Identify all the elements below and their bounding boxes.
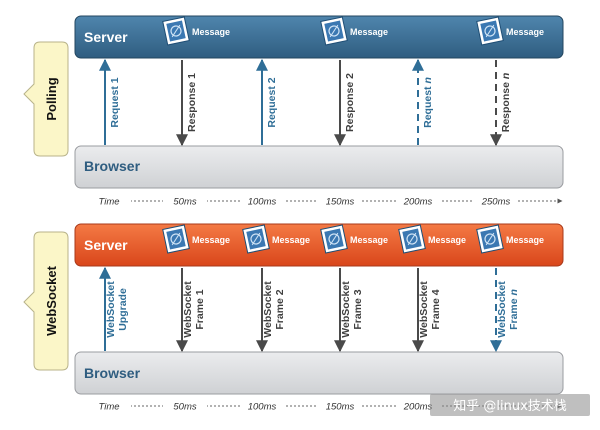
websocket-arrow-6: WebSocketFrame n xyxy=(490,268,520,353)
websocket-arrow-label: WebSocketFrame 4 xyxy=(418,281,442,338)
websocket-arrow-3: WebSocketFrame 2 xyxy=(256,268,286,353)
polling-side-tab: Polling xyxy=(23,41,69,157)
websocket-arrow-label: WebSocketFrame 2 xyxy=(262,281,286,338)
websocket-side-label: WebSocket xyxy=(44,265,59,336)
websocket-arrow-label: WebSocketFrame 1 xyxy=(182,281,206,338)
websocket-arrow-label: WebSocketFrame 3 xyxy=(340,281,364,338)
watermark: 知乎 @linux技术栈 xyxy=(430,394,590,416)
websocket-message-5: Message xyxy=(476,224,544,254)
message-document-icon xyxy=(242,224,270,254)
polling-arrow-2: Response 1 xyxy=(176,60,198,147)
polling-time-tick-label: 250ms xyxy=(481,197,511,208)
polling-browser-label: Browser xyxy=(84,158,141,174)
websocket-arrow-label: WebSocketUpgrade xyxy=(105,281,129,338)
polling-arrow-label: Response 1 xyxy=(186,73,198,132)
websocket-message-1: Message xyxy=(162,224,230,254)
polling-message-3: Message xyxy=(476,16,544,46)
polling-server-label: Server xyxy=(84,29,128,45)
polling-arrow-label: Response n xyxy=(500,73,512,133)
polling-arrow-label: Request n xyxy=(422,77,434,128)
websocket-browser-label: Browser xyxy=(84,365,141,381)
message-document-icon xyxy=(476,224,504,254)
websocket-arrow-4: WebSocketFrame 3 xyxy=(334,268,364,353)
polling-arrow-3: Request 2 xyxy=(256,58,278,145)
websocket-message-label: Message xyxy=(350,235,388,245)
websocket-messages: Message Message Message Message Message xyxy=(162,224,544,254)
websocket-time-tick-label: 100ms xyxy=(248,402,277,413)
polling-arrow-6: Response n xyxy=(490,60,512,147)
websocket-message-label: Message xyxy=(192,235,230,245)
polling-message-label: Message xyxy=(192,27,230,37)
polling-time-tick-label: 200ms xyxy=(403,197,433,208)
websocket-time-tick-label: 150ms xyxy=(326,402,355,413)
websocket-message-label: Message xyxy=(506,235,544,245)
websocket-message-label: Message xyxy=(428,235,466,245)
websocket-time-tick-label: Time xyxy=(98,402,119,413)
polling-time-tick-label: Time xyxy=(98,197,119,208)
websocket-timeline: Time 50ms 100ms 150ms 200ms xyxy=(87,399,563,413)
websocket-time-tick-label: 50ms xyxy=(173,402,196,413)
polling-arrow-1: Request 1 xyxy=(99,58,121,145)
polling-side-label: Polling xyxy=(44,77,59,120)
websocket-message-2: Message xyxy=(242,224,310,254)
polling-time-tick-label: 100ms xyxy=(248,197,277,208)
websocket-message-4: Message xyxy=(398,224,466,254)
polling-arrow-label: Request 2 xyxy=(266,77,278,127)
websocket-message-3: Message xyxy=(320,224,388,254)
websocket-side-tab: WebSocket xyxy=(23,231,69,371)
message-document-icon xyxy=(398,224,426,254)
polling-arrow-label: Request 1 xyxy=(109,77,121,127)
polling-time-tick-label: 50ms xyxy=(173,197,196,208)
polling-message-label: Message xyxy=(350,27,388,37)
websocket-arrows: WebSocketUpgrade WebSocketFrame 1 WebSocke… xyxy=(99,266,520,353)
polling-section: Polling Server Message Message Message Req… xyxy=(23,15,564,208)
websocket-server-bar: Server xyxy=(74,223,564,267)
polling-arrow-label: Response 2 xyxy=(344,73,356,132)
websocket-arrow-1: WebSocketUpgrade xyxy=(99,266,129,351)
polling-browser-bar: Browser xyxy=(74,145,564,189)
watermark-text: 知乎 @linux技术栈 xyxy=(453,398,567,414)
websocket-server-label: Server xyxy=(84,237,128,253)
polling-message-2: Message xyxy=(320,16,388,46)
polling-arrows: Request 1 Response 1 Request 2 Response 2 Re… xyxy=(99,58,512,147)
polling-message-label: Message xyxy=(506,27,544,37)
websocket-arrow-label: WebSocketFrame n xyxy=(496,281,520,338)
message-document-icon xyxy=(476,16,504,46)
message-document-icon xyxy=(162,224,190,254)
websocket-arrow-2: WebSocketFrame 1 xyxy=(176,268,206,353)
message-document-icon xyxy=(162,16,190,46)
polling-messages: Message Message Message xyxy=(162,16,544,46)
websocket-time-tick-label: 200ms xyxy=(403,402,433,413)
polling-message-1: Message xyxy=(162,16,230,46)
websocket-arrow-5: WebSocketFrame 4 xyxy=(412,268,442,353)
polling-arrow-5: Request n xyxy=(412,58,434,145)
message-document-icon xyxy=(320,16,348,46)
polling-arrow-4: Response 2 xyxy=(334,60,356,147)
polling-timeline: Time 50ms 100ms 150ms 200ms 250ms xyxy=(87,194,563,208)
polling-server-bar: Server xyxy=(74,15,564,59)
websocket-browser-bar: Browser xyxy=(74,351,564,395)
message-document-icon xyxy=(320,224,348,254)
websocket-message-label: Message xyxy=(272,235,310,245)
polling-time-tick-label: 150ms xyxy=(326,197,355,208)
